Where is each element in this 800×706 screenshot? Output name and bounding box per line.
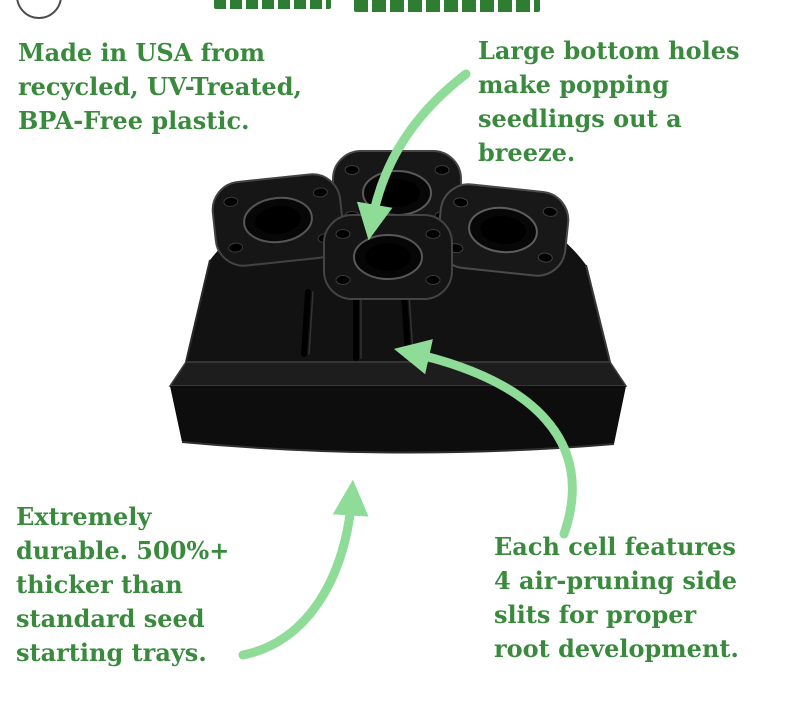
tray-cell <box>211 173 345 267</box>
tray-left-edge-highlight <box>185 259 211 363</box>
arrow-to-tray-base <box>238 479 369 660</box>
tray-rim-top <box>168 361 628 387</box>
annotation-line: Each cell features <box>494 532 736 561</box>
air-pruning-slits <box>301 289 414 361</box>
zoom-button-partial[interactable] <box>16 0 62 19</box>
annotation-air-pruning: Each cell features 4 air-pruning side sl… <box>494 530 739 666</box>
annotation-line: seedlings out a <box>478 104 682 134</box>
annotation-line: recycled, UV-Treated, <box>18 72 302 102</box>
cutoff-title-fragment-left <box>214 0 331 9</box>
cutoff-title-fragment-right <box>354 0 540 12</box>
tray-right-edge-highlight <box>585 264 611 363</box>
annotation-line: make popping <box>478 70 669 100</box>
annotation-line: slits for proper <box>494 600 697 630</box>
annotation-line: starting trays. <box>16 638 207 668</box>
tray-cell <box>323 214 453 300</box>
annotation-durability: Extremely durable. 500%+ thicker than st… <box>16 500 229 670</box>
annotation-line: BPA-Free plastic. <box>18 106 250 136</box>
annotation-bottom-holes: Large bottom holes make popping seedling… <box>478 34 740 170</box>
annotation-material: Made in USA from recycled, UV-Treated, B… <box>18 36 302 138</box>
annotation-line: breeze. <box>478 138 576 168</box>
annotation-line: thicker than <box>16 570 183 600</box>
annotation-line: Extremely <box>16 502 152 531</box>
annotation-line: Large bottom holes <box>478 36 740 65</box>
annotation-line: Made in USA from <box>18 38 266 67</box>
annotation-line: durable. 500%+ <box>16 536 230 566</box>
seed-tray-product-image <box>168 150 628 454</box>
annotation-line: root development. <box>494 634 739 664</box>
annotation-line: 4 air-pruning side <box>494 566 738 596</box>
tray-rim-front <box>170 386 626 453</box>
tray-cell <box>436 183 570 277</box>
annotation-line: standard seed <box>16 604 205 634</box>
